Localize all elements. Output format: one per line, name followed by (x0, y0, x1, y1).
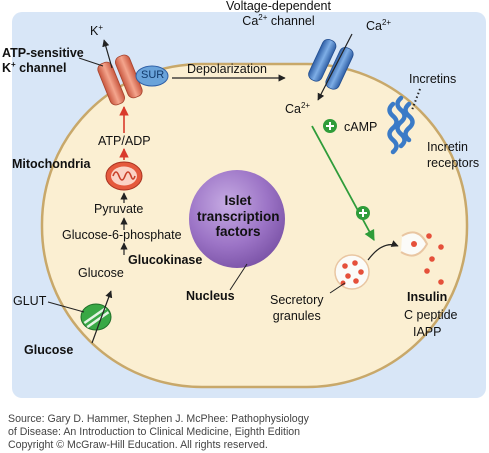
glut-pointer-line (47, 301, 85, 313)
sur-label: SUR (141, 69, 165, 81)
ca-channel (308, 38, 354, 90)
granule-exocytosis-arrow (367, 240, 399, 261)
insulin-label: Insulin (407, 290, 448, 304)
ca-influx-arrow (317, 33, 353, 101)
ca-extracellular-label: Ca2+ (366, 17, 392, 33)
islet-transcription-factors-label: Islet transcription factors (197, 193, 280, 240)
sur-subunit (135, 65, 169, 87)
released-insulin-dots (424, 233, 444, 285)
mitochondria-label: Mitochondria (12, 157, 91, 171)
source-line-3: Copyright © McGraw-Hill Education. All r… (8, 439, 268, 452)
glucose-intracellular-label: Glucose (78, 266, 124, 280)
glut-transporter (80, 303, 112, 331)
granule-plus-symbol (356, 206, 370, 220)
nucleus-shape (189, 170, 285, 268)
atp-sensitive-channel-label: ATP-sensitive K+ channel (2, 46, 84, 75)
incretin-receptor (387, 95, 415, 155)
nucleus-pointer-line (229, 263, 248, 291)
incretins-label: Incretins (409, 72, 457, 86)
atp-adp-label: ATP/ADP (98, 134, 151, 148)
nucleus-label: Nucleus (186, 289, 235, 303)
ca-intracellular-label: Ca2+ (285, 100, 311, 116)
granule-pointer-line (329, 282, 346, 294)
g6p-label: Glucose-6-phosphate (62, 228, 182, 242)
source-line-2: of Disease: An Introduction to Clinical … (8, 426, 301, 439)
glut-label: GLUT (13, 294, 47, 308)
glucokinase-label: Glucokinase (128, 253, 203, 267)
pyruvate-label: Pyruvate (94, 202, 144, 216)
depolarization-label: Depolarization (187, 62, 267, 76)
atp-channel-pointer (78, 57, 104, 67)
pocket-granule (411, 241, 417, 247)
camp-plus-symbol (323, 119, 337, 133)
glucose-extracellular-label: Glucose (24, 343, 74, 357)
secretory-granule (334, 254, 370, 290)
camp-label: cAMP (344, 120, 378, 134)
iapp-label: IAPP (413, 325, 442, 339)
diagram-svg (12, 12, 486, 398)
glucose-uptake-arrow (91, 290, 113, 344)
c-peptide-label: C peptide (404, 308, 458, 322)
incretin-receptors-label: Incretin receptors (427, 140, 480, 170)
ca-to-granule-green-arrow (311, 125, 375, 241)
source-citation: Source: Gary D. Hammer, Stephen J. McPhe… (8, 413, 478, 453)
mitochondrion (105, 161, 143, 191)
voltage-channel-label: Voltage-dependent Ca2+ channel (226, 0, 331, 28)
k-ion-label: K+ (90, 22, 104, 38)
insulin-secretion-diagram: Voltage-dependent Ca2+ channel K+ Ca2+ A… (2, 0, 486, 398)
secretory-granules-label: Secretory granules (270, 293, 324, 323)
katp-channel (97, 54, 143, 106)
source-line-1: Source: Gary D. Hammer, Stephen J. McPhe… (8, 413, 309, 425)
k-efflux-arrow (102, 39, 113, 69)
